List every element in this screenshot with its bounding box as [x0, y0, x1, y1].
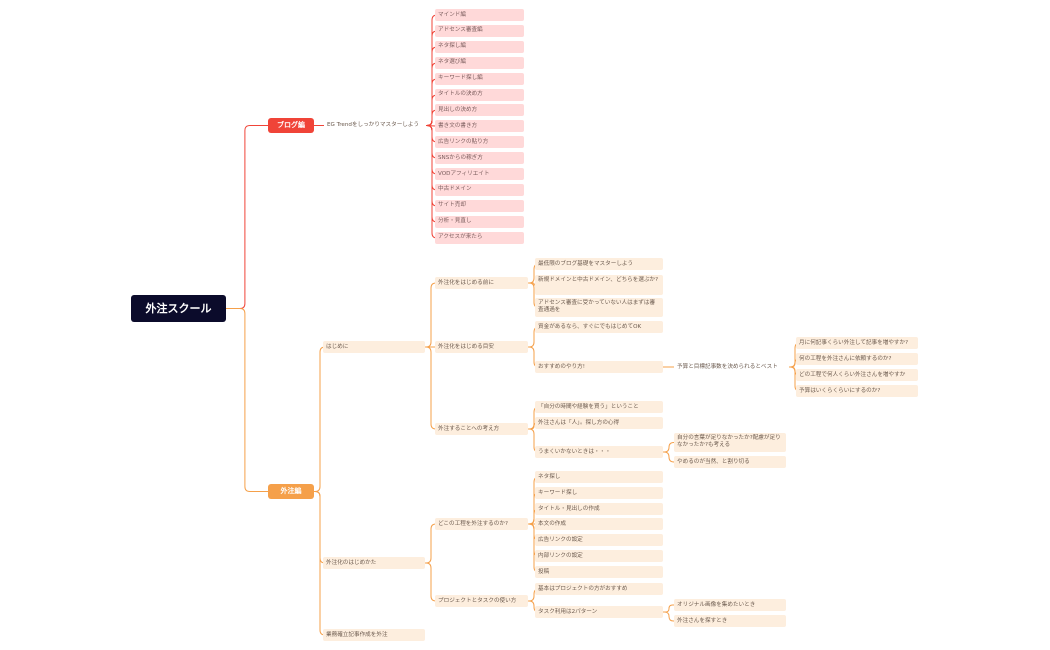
yosan-item[interactable]: 何の工程を外注さんに依頼するのか? [796, 353, 918, 365]
blog-item[interactable]: 中古ドメイン [435, 183, 524, 196]
connector [425, 346, 437, 430]
connector [663, 451, 675, 463]
kangae-node[interactable]: 外注することへの考え方 [435, 423, 528, 435]
mae-item[interactable]: アドセンス審査に受かっていない人はまずは審査通過を [535, 298, 663, 317]
kangae-item[interactable]: うまくいかないときは・・・ [535, 446, 663, 458]
project-item[interactable]: タスク利用は2パターン [535, 606, 663, 618]
blog-item[interactable]: 書き文の書き方 [435, 120, 524, 133]
root-node[interactable]: 外注スクール [131, 295, 226, 322]
blog-item[interactable]: マインド編 [435, 9, 524, 21]
koutei-item[interactable]: 投稿 [535, 566, 663, 578]
mae-item[interactable]: 新規ドメインと中古ドメイン、どちらを選ぶか? [535, 275, 663, 295]
kangae-item[interactable]: 外注さんは「人」。探し方の心得 [535, 417, 663, 429]
connector [663, 604, 674, 613]
blog-sub-node[interactable]: EG Trendをしっかりマスターしよう [327, 122, 420, 128]
yosan-node[interactable]: 予算と目標記事数を決められるとベスト [677, 363, 778, 370]
blog-item[interactable]: 見出しの決め方 [435, 104, 524, 117]
blog-item[interactable]: キーワード探し編 [435, 72, 524, 85]
blog-item[interactable]: SNSからの稼ぎ方 [435, 152, 524, 165]
blog-item[interactable]: ネタ選び編 [435, 56, 524, 69]
koutei-item[interactable]: 広告リンクの設定 [535, 534, 663, 546]
umaku-item[interactable]: 自分の言葉が足りなかったか?配慮が足りなかったか?も考える [674, 433, 786, 452]
yosan-item[interactable]: 月に何記事くらい外注して記事を増やすか? [796, 337, 918, 349]
blog-item[interactable]: アクセスが来たら [435, 231, 524, 244]
connector [425, 562, 437, 602]
meyasu-node[interactable]: 外注化をはじめる目安 [435, 341, 528, 353]
meyasu-item[interactable]: おすすめのやり方! [535, 361, 663, 373]
mae-node[interactable]: 外注化をはじめる前に [435, 277, 528, 289]
connector [528, 282, 536, 286]
blog-item[interactable]: 分析・見直し [435, 215, 524, 228]
hajimekata-node[interactable]: 外注化のはじめかた [323, 557, 425, 569]
last-node[interactable]: 業務確立記事作成を外注 [323, 629, 425, 641]
umaku-item[interactable]: やめるのが当然、と割り切る [674, 456, 786, 468]
connector [663, 611, 674, 622]
koutei-item[interactable]: ネタ探し [535, 471, 663, 483]
koutei-item[interactable]: タイトル・見出しの作成 [535, 503, 663, 515]
connector [425, 282, 437, 348]
mae-item[interactable]: 最低限のブログ基礎をマスターしよう [535, 258, 663, 270]
blog-item[interactable]: サイト売却 [435, 199, 524, 212]
blog-item[interactable]: VODアフィリエイト [435, 168, 524, 180]
kangae-item[interactable]: 「自分の時間や経験を買う」ということ [535, 401, 663, 413]
yosan-item[interactable]: 予算はいくらくらいにするのか? [796, 385, 918, 397]
task-item[interactable]: 外注さんを探すとき [674, 615, 786, 627]
blog-item[interactable]: ネタ探し編 [435, 40, 524, 53]
meyasu-item[interactable]: 資金があるなら、すぐにでもはじめてOK [535, 321, 663, 333]
connector [314, 346, 326, 492]
connector [425, 523, 437, 564]
blog-item[interactable]: 広告リンクの貼り方 [435, 136, 524, 149]
hajime-node[interactable]: はじめに [323, 341, 425, 353]
connector [663, 442, 674, 453]
project-node[interactable]: プロジェクトとタスクの使い方 [435, 595, 528, 607]
connector-root-blog [226, 125, 268, 309]
task-item[interactable]: オリジナル画像を集めたいとき [674, 599, 786, 611]
connector-blog-item [426, 125, 438, 239]
koutei-item[interactable]: キーワード探し [535, 487, 663, 499]
gaichu-branch-node[interactable]: 外注編 [268, 484, 314, 499]
koutei-item[interactable]: 内部リンクの設定 [535, 550, 663, 562]
connector [314, 491, 326, 636]
connector [528, 523, 540, 573]
connector-root-gaichu [226, 308, 268, 492]
blog-item[interactable]: アドセンス審査編 [435, 24, 524, 37]
blog-branch-node[interactable]: ブログ編 [268, 118, 314, 133]
koutei-node[interactable]: どこの工程を外注するのか? [435, 518, 528, 530]
koutei-item[interactable]: 本文の作成 [535, 518, 663, 530]
yosan-item[interactable]: どの工程で何人くらい外注さんを増やすか [796, 369, 918, 381]
blog-item[interactable]: タイトルの決め方 [435, 88, 524, 101]
project-item[interactable]: 基本はプロジェクトの方がおすすめ [535, 583, 663, 595]
